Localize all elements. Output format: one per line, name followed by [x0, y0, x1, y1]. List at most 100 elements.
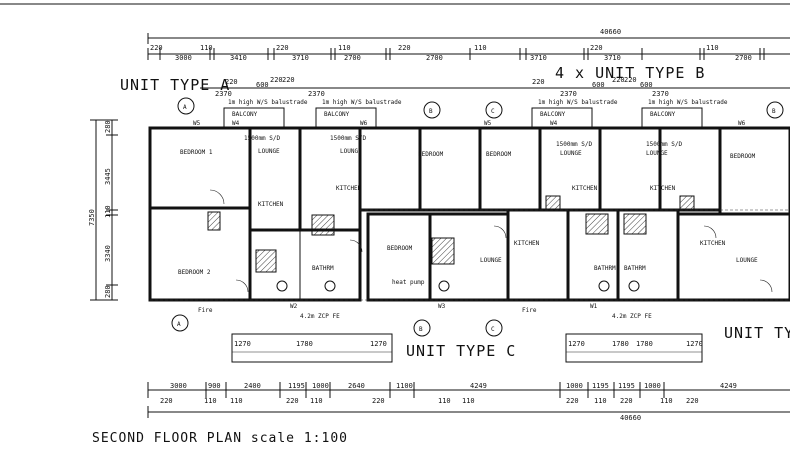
svg-text:A: A [177, 321, 181, 328]
room-sd-a1: 1500mm S/D [244, 135, 281, 142]
svg-text:900: 900 [208, 382, 221, 390]
svg-text:1270: 1270 [370, 340, 387, 348]
room-lounge-c2: LOUNGE [736, 257, 758, 264]
room-bedroom-2: BEDROOM 2 [178, 269, 211, 276]
svg-text:4249: 4249 [720, 382, 737, 390]
svg-text:110: 110 [594, 397, 607, 405]
svg-text:40660: 40660 [620, 414, 641, 422]
svg-text:3340: 3340 [104, 245, 112, 262]
tick-marks-top-1 [147, 48, 765, 60]
svg-text:220: 220 [282, 76, 295, 84]
lower-strip: 1270 1780 1270 1780 1270 1780 1270 [231, 333, 703, 363]
svg-text:220: 220 [286, 397, 299, 405]
svg-text:1000: 1000 [566, 382, 583, 390]
room-kitchen-a2: KITCHEN [336, 185, 362, 192]
plan-title: SECOND FLOOR PLAN scale 1:100 [92, 431, 348, 446]
svg-text:220: 220 [532, 78, 545, 86]
svg-text:220: 220 [612, 76, 625, 84]
unit-type-c-label: UNIT TYPE C [406, 342, 516, 360]
overall-dimension-top: 40660 [147, 28, 790, 44]
building-walls [148, 126, 790, 302]
room-bathrm-a: BATHRM [312, 265, 334, 272]
bottom-dimension-row-2: 220 110 110 220 110 220 110 110 220 110 … [160, 397, 699, 405]
svg-text:220: 220 [590, 44, 603, 52]
svg-text:220: 220 [620, 397, 633, 405]
svg-text:1000: 1000 [312, 382, 329, 390]
svg-text:220: 220 [270, 76, 283, 84]
svg-text:110: 110 [310, 397, 323, 405]
grid-marker-bottom-b: B [413, 319, 431, 337]
svg-text:110: 110 [200, 44, 213, 52]
svg-text:1000: 1000 [644, 382, 661, 390]
svg-text:110: 110 [660, 397, 673, 405]
svg-text:2640: 2640 [348, 382, 365, 390]
fixtures [207, 195, 695, 292]
svg-text:220: 220 [150, 44, 163, 52]
window-labels: W5 W4 W6 W5 W4 W6 W2 W3 W1 [193, 120, 746, 310]
svg-text:3710: 3710 [292, 54, 309, 62]
svg-text:220: 220 [624, 76, 637, 84]
room-bathrm-c1: BATHRM [594, 265, 616, 272]
svg-text:1270: 1270 [234, 340, 251, 348]
svg-text:C: C [491, 326, 495, 333]
balcony-label-4: BALCONY [650, 111, 676, 118]
unit-type-a-label: UNIT TYPE A [120, 76, 230, 94]
room-lounge-b1: LOUNGE [560, 150, 582, 157]
overall-dimension-bottom: 40660 [147, 406, 790, 422]
stair-note-1: 4.2m ZCP FE [300, 313, 340, 320]
room-kitchen-b2: KITCHEN [650, 185, 676, 192]
room-lounge-b2: LOUNGE [646, 150, 668, 157]
balconies: BALCONY BALCONY BALCONY BALCONY [223, 107, 703, 129]
svg-text:110: 110 [462, 397, 475, 405]
svg-text:W5: W5 [484, 120, 492, 127]
svg-text:110: 110 [230, 397, 243, 405]
room-sd-a2: 1500mm S/D [330, 135, 367, 142]
svg-text:2700: 2700 [426, 54, 443, 62]
svg-text:600: 600 [592, 81, 605, 89]
svg-text:220: 220 [225, 78, 238, 86]
svg-text:W1: W1 [590, 303, 598, 310]
unit-type-right-label: UNIT TY [724, 324, 790, 342]
fire-label-1: Fire [198, 307, 213, 314]
svg-text:280: 280 [104, 285, 112, 298]
room-sd-b1: 1500mm S/D [556, 141, 593, 148]
room-bedroom-b3: BEDROOM [730, 153, 756, 160]
svg-text:220: 220 [160, 397, 173, 405]
room-kitchen-a: KITCHEN [258, 201, 284, 208]
svg-text:3445: 3445 [104, 168, 112, 185]
svg-text:B: B [429, 108, 433, 115]
svg-text:600: 600 [640, 81, 653, 89]
balustrade-note-3: 1m high W/S balustrade [538, 99, 618, 106]
svg-text:2370: 2370 [215, 90, 232, 98]
room-kitchen-c: KITCHEN [514, 240, 540, 247]
overall-dim-top-label: 40660 [600, 28, 621, 36]
svg-text:7350: 7350 [88, 209, 96, 226]
svg-text:3410: 3410 [230, 54, 247, 62]
balcony-label-2: BALCONY [324, 111, 350, 118]
left-vertical-dimensions: 280 3445 110 3340 280 7350 [88, 119, 118, 301]
svg-text:1780: 1780 [636, 340, 653, 348]
grid-marker-top-a: A [177, 97, 195, 115]
svg-text:110: 110 [104, 205, 112, 218]
svg-text:110: 110 [438, 397, 451, 405]
balustrade-note-4: 1m high W/S balustrade [648, 99, 728, 106]
svg-text:W4: W4 [550, 120, 558, 127]
svg-text:C: C [491, 108, 495, 115]
room-bathrm-c2: BATHRM [624, 265, 646, 272]
door-swings [150, 189, 790, 301]
grid-marker-top-b2: B [766, 101, 784, 119]
svg-text:1270: 1270 [686, 340, 703, 348]
svg-text:2370: 2370 [308, 90, 325, 98]
unit-type-b-label: 4 x UNIT TYPE B [555, 64, 705, 82]
svg-text:2700: 2700 [735, 54, 752, 62]
svg-text:4249: 4249 [470, 382, 487, 390]
svg-text:280: 280 [104, 120, 112, 133]
grid-marker-bottom-c: C [485, 319, 503, 337]
balcony-label-3: BALCONY [540, 111, 566, 118]
balcony-label-1: BALCONY [232, 111, 258, 118]
svg-text:W4: W4 [232, 120, 240, 127]
svg-text:2700: 2700 [344, 54, 361, 62]
balustrade-note-1: 1m high W/S balustrade [228, 99, 308, 106]
svg-text:W6: W6 [360, 120, 368, 127]
